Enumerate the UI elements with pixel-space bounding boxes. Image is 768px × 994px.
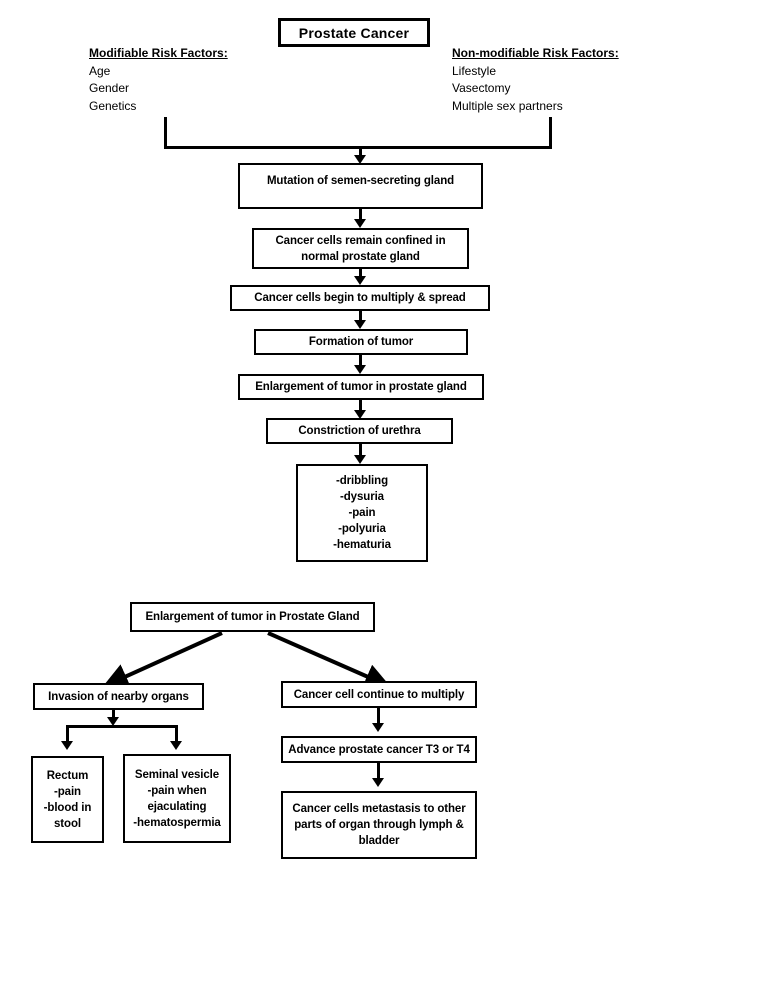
- seminal-line-3: ejaculating: [147, 800, 207, 813]
- metastasis-line-3: bladder: [358, 835, 400, 847]
- invasion-split-arrow: [107, 717, 119, 726]
- connector-multiply-to-tumor-arrow: [354, 320, 366, 329]
- bracket-right-stem: [549, 117, 552, 149]
- modifiable-item-genetics: Genetics: [89, 98, 137, 113]
- box-tumor-formation-label: Formation of tumor: [308, 336, 414, 348]
- box-symptoms: -dribbling -dysuria -pain -polyuria -hem…: [296, 464, 428, 562]
- box-metastasis: Cancer cells metastasis to other parts o…: [281, 791, 477, 859]
- connector-urethra-to-symptoms-arrow: [354, 455, 366, 464]
- box-tumor-enlargement-label: Enlargement of tumor in prostate gland: [255, 381, 467, 393]
- invasion-split-stem: [112, 710, 115, 720]
- box-invasion-nearby-organs: Invasion of nearby organs: [33, 683, 204, 710]
- invasion-split-bar: [66, 725, 178, 728]
- rectum-line-1: Rectum: [46, 769, 89, 782]
- symptom-hematuria: -hematuria: [333, 539, 391, 551]
- box-urethra-constriction: Constriction of urethra: [266, 418, 453, 444]
- box-rectum-lines: Rectum -pain -blood in stool: [37, 768, 98, 832]
- symptom-dysuria: -dysuria: [340, 491, 384, 503]
- connector-multiply-to-advance-arrow: [372, 723, 384, 732]
- bracket-horizontal: [164, 146, 552, 149]
- box-continue-multiply-label: Cancer cell continue to multiply: [293, 688, 465, 701]
- connector-advance-to-metastasis-stem: [377, 763, 380, 779]
- symptom-dribbling: -dribbling: [335, 475, 388, 487]
- connector-multiply-to-tumor-stem: [359, 311, 362, 321]
- box-invasion-nearby-organs-label: Invasion of nearby organs: [48, 690, 189, 703]
- rectum-line-2: -pain: [54, 785, 81, 798]
- box-mutation-label: Mutation of semen-secreting gland: [266, 175, 455, 187]
- invasion-split-right-arrow: [170, 741, 182, 750]
- connector-mutation-to-confined-stem: [359, 209, 362, 220]
- branch-arrow-right: [267, 631, 391, 689]
- non-modifiable-risk-factors: Non-modifiable Risk Factors: Lifestyle V…: [452, 45, 619, 115]
- box-mutation: Mutation of semen-secreting gland: [238, 163, 483, 209]
- bracket-left-stem: [164, 117, 167, 149]
- rectum-line-3: -blood in: [43, 801, 92, 814]
- seminal-line-2: -pain when: [147, 784, 207, 797]
- modifiable-item-age: Age: [89, 63, 111, 78]
- box-tumor-enlargement: Enlargement of tumor in prostate gland: [238, 374, 484, 400]
- bracket-to-mutation-stem: [359, 146, 362, 156]
- seminal-line-1: Seminal vesicle: [134, 768, 220, 781]
- symptom-polyuria: -polyuria: [338, 523, 386, 535]
- box-symptoms-lines: -dribbling -dysuria -pain -polyuria -hem…: [302, 473, 422, 553]
- connector-tumor-to-enlargement-stem: [359, 355, 362, 366]
- box-seminal-vesicle: Seminal vesicle -pain when ejaculating -…: [123, 754, 231, 843]
- box-seminal-vesicle-lines: Seminal vesicle -pain when ejaculating -…: [129, 767, 225, 831]
- box-multiply-spread: Cancer cells begin to multiply & spread: [230, 285, 490, 311]
- modifiable-heading: Modifiable Risk Factors:: [89, 46, 228, 60]
- connector-confined-to-multiply-stem: [359, 269, 362, 277]
- metastasis-line-1: Cancer cells metastasis to other: [292, 803, 466, 815]
- connector-multiply-to-advance-stem: [377, 708, 380, 724]
- box-continue-multiply: Cancer cell continue to multiply: [281, 681, 477, 708]
- metastasis-line-2: parts of organ through lymph &: [294, 819, 464, 831]
- invasion-split-right-stem: [175, 725, 178, 742]
- connector-advance-to-metastasis-arrow: [372, 778, 384, 787]
- non-modifiable-heading: Non-modifiable Risk Factors:: [452, 46, 619, 60]
- branch-arrow-left: [102, 631, 223, 689]
- non-modifiable-item-vasectomy: Vasectomy: [452, 81, 511, 95]
- non-modifiable-item-lifestyle: Lifestyle: [452, 63, 497, 78]
- invasion-split-left-arrow: [61, 741, 73, 750]
- connector-confined-to-multiply-arrow: [354, 276, 366, 285]
- seminal-line-4: -hematospermia: [133, 816, 221, 829]
- box-confined-lines: Cancer cells remain confined in normal p…: [258, 233, 463, 265]
- symptom-pain: -pain: [348, 507, 376, 519]
- connector-enlargement-to-urethra-stem: [359, 400, 362, 411]
- box-confined: Cancer cells remain confined in normal p…: [252, 228, 469, 269]
- connector-urethra-to-symptoms-stem: [359, 444, 362, 456]
- connector-enlargement-to-urethra-arrow: [354, 410, 366, 419]
- modifiable-risk-factors: Modifiable Risk Factors: Age Gender Gene…: [89, 45, 228, 115]
- branch-arrows: [102, 631, 391, 689]
- box-tumor-formation: Formation of tumor: [254, 329, 468, 355]
- box-urethra-constriction-label: Constriction of urethra: [298, 425, 421, 437]
- box-enlargement-prostate-gland-label: Enlargement of tumor in Prostate Gland: [145, 611, 360, 623]
- box-advance-stage-label: Advance prostate cancer T3 or T4: [288, 743, 470, 756]
- box-multiply-spread-label: Cancer cells begin to multiply & spread: [254, 292, 466, 304]
- modifiable-item-gender: Gender: [89, 81, 130, 95]
- box-metastasis-lines: Cancer cells metastasis to other parts o…: [287, 801, 471, 849]
- title-box-prostate-cancer: Prostate Cancer: [278, 18, 430, 47]
- title-label: Prostate Cancer: [298, 24, 410, 41]
- connector-tumor-to-enlargement-arrow: [354, 365, 366, 374]
- box-confined-line-2: normal prostate gland: [301, 250, 420, 263]
- connector-mutation-to-confined-arrow: [354, 219, 366, 228]
- non-modifiable-item-partners: Multiple sex partners: [452, 98, 563, 113]
- box-confined-line-1: Cancer cells remain confined in: [275, 234, 446, 247]
- invasion-split-left-stem: [66, 725, 69, 742]
- box-enlargement-prostate-gland: Enlargement of tumor in Prostate Gland: [130, 602, 375, 632]
- bracket-to-mutation-arrow: [354, 155, 366, 164]
- box-rectum: Rectum -pain -blood in stool: [31, 756, 104, 843]
- rectum-line-4: stool: [54, 817, 81, 830]
- box-advance-stage: Advance prostate cancer T3 or T4: [281, 736, 477, 763]
